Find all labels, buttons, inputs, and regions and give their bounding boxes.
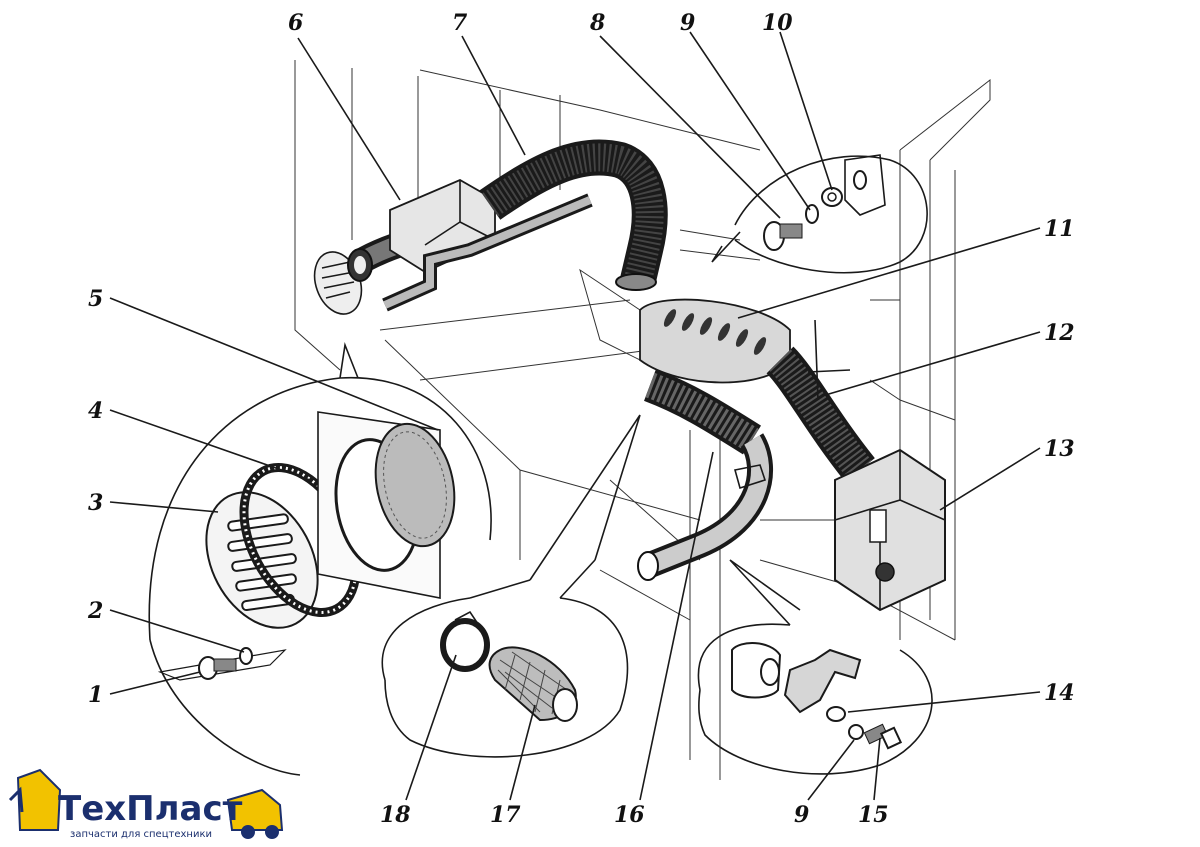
callout-9-bottom: 9 xyxy=(794,802,809,828)
lower-air-duct xyxy=(637,369,774,581)
callout-numbers: 6 7 8 9 10 11 12 13 14 5 4 3 2 1 18 17 1… xyxy=(87,10,1075,828)
logo-name: ТехПласт xyxy=(58,789,243,829)
callout-4: 4 xyxy=(88,398,103,424)
callout-10: 10 xyxy=(762,10,793,36)
logo-tagline: запчасти для спецтехники xyxy=(70,829,212,840)
upper-air-duct xyxy=(347,139,668,312)
callout-18: 18 xyxy=(380,802,411,828)
callout-12: 12 xyxy=(1044,320,1075,346)
callout-11: 11 xyxy=(1044,216,1075,242)
callout-2: 2 xyxy=(87,598,103,624)
excavator-arm-icon xyxy=(16,768,62,831)
callout-14: 14 xyxy=(1044,680,1075,706)
callout-5: 5 xyxy=(88,286,103,312)
vent-detail-bubble xyxy=(148,341,492,776)
loader-icon xyxy=(226,788,284,831)
bracket-detail-bubble xyxy=(697,559,933,775)
callout-13: 13 xyxy=(1044,436,1075,462)
callout-6: 6 xyxy=(288,10,303,36)
callout-7: 7 xyxy=(452,10,468,36)
leader-lines xyxy=(109,31,1041,801)
hose-detail-bubble xyxy=(381,414,641,758)
callout-3: 3 xyxy=(88,490,103,516)
callout-16: 16 xyxy=(614,802,645,828)
callout-17: 17 xyxy=(490,802,521,828)
callout-15: 15 xyxy=(858,802,889,828)
callout-1: 1 xyxy=(88,682,103,708)
callout-9-top: 9 xyxy=(680,10,695,36)
bolt-detail-bubble xyxy=(711,154,928,274)
heater-radiator-assembly xyxy=(639,298,946,612)
techplast-logo: ТехПласт запчасти для спецтехники xyxy=(8,768,284,840)
callout-8: 8 xyxy=(589,10,605,36)
